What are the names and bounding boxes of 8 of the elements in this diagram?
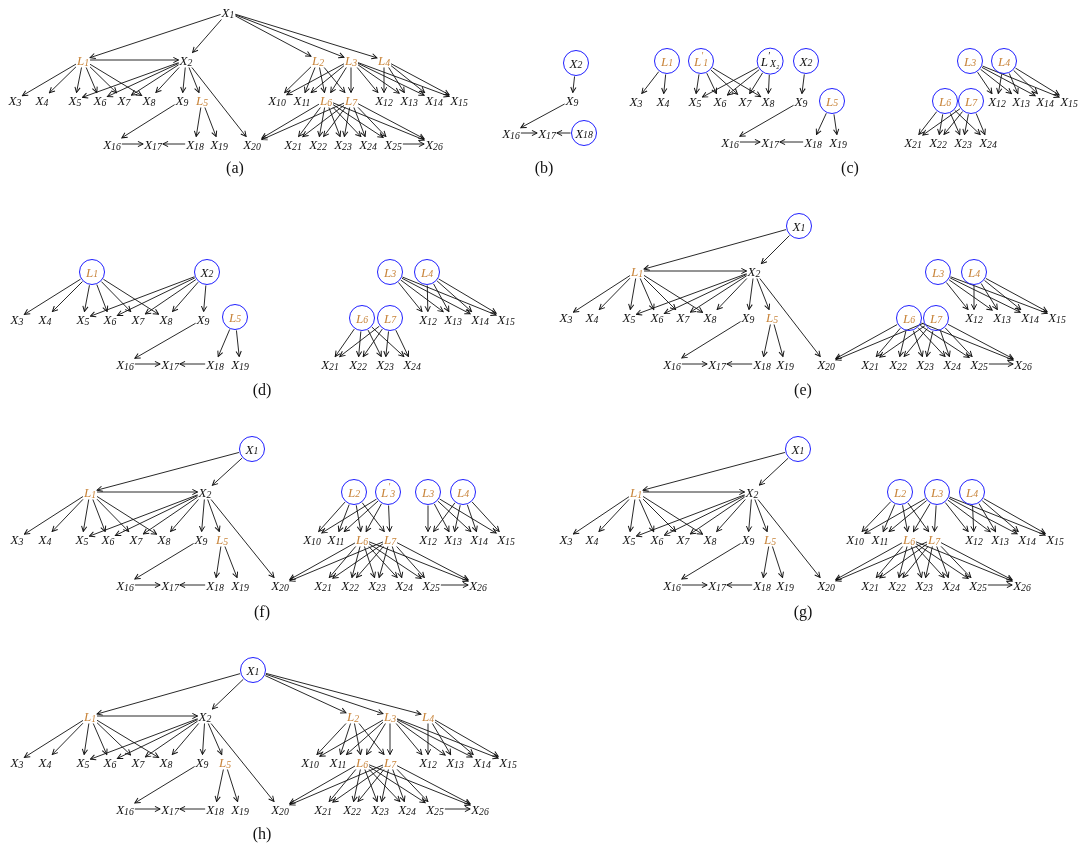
panel-caption: (g) (793, 604, 813, 620)
panel-caption: (h) (252, 826, 272, 842)
panel-caption: (a) (226, 160, 244, 176)
panel-caption: (c) (841, 160, 859, 176)
panel-caption: (e) (794, 382, 812, 398)
panel-caption: (b) (534, 160, 554, 176)
panel-caption: (f) (254, 604, 270, 620)
panel-caption: (d) (252, 382, 272, 398)
